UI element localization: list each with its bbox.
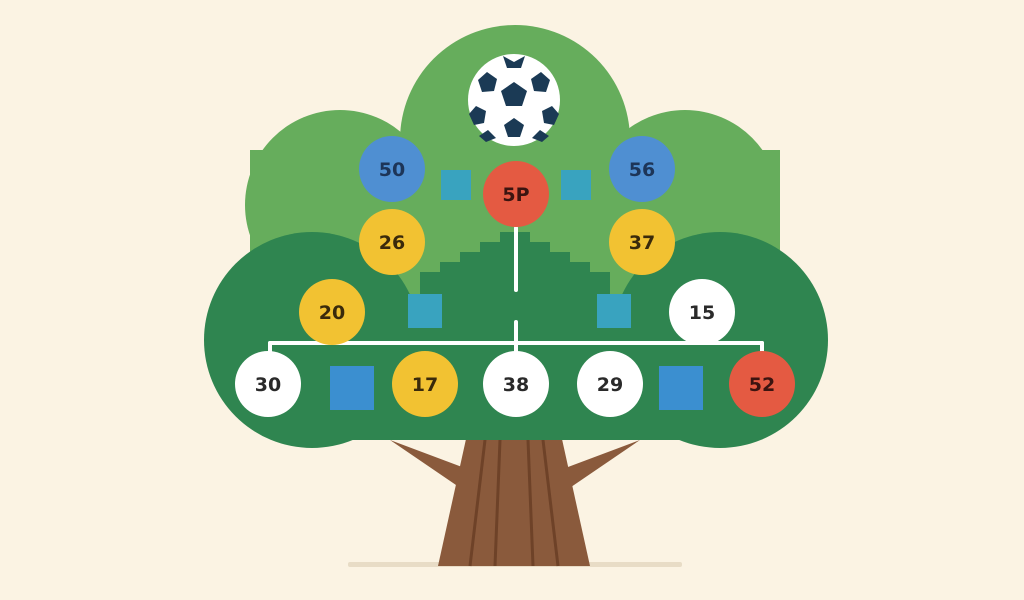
node-label: 26: [379, 232, 405, 254]
node-label: 5P: [502, 184, 529, 206]
node-circle: [299, 279, 365, 345]
node-circle: [483, 351, 549, 417]
soccer-ball-icon: [468, 54, 560, 146]
node-label: 30: [255, 374, 281, 396]
node-blue: 50: [359, 136, 425, 202]
node-label: 56: [629, 159, 655, 181]
node-yellow: 26: [359, 209, 425, 275]
squares-layer: [330, 170, 703, 410]
node-circle: [359, 136, 425, 202]
node-circle: [235, 351, 301, 417]
square-blue-5: [330, 366, 374, 410]
node-circle: [483, 161, 549, 227]
node-label: 38: [503, 374, 529, 396]
node-white: 15: [669, 279, 735, 345]
square-blue-6: [659, 366, 703, 410]
node-circle: [609, 136, 675, 202]
node-circle: [669, 279, 735, 345]
node-label: 17: [412, 374, 438, 396]
node-circle: [359, 209, 425, 275]
node-circle: [609, 209, 675, 275]
node-white: 29: [577, 351, 643, 417]
node-circle: [577, 351, 643, 417]
square-teal-2: [561, 170, 591, 200]
node-label: 20: [319, 302, 345, 324]
node-blue: 56: [609, 136, 675, 202]
node-white: 30: [235, 351, 301, 417]
node-label: 29: [597, 374, 623, 396]
tree-trunk: [390, 430, 640, 567]
square-teal-4: [597, 294, 631, 328]
node-yellow: 37: [609, 209, 675, 275]
node-label: 37: [629, 232, 655, 254]
node-circle: [729, 351, 795, 417]
node-white: 38: [483, 351, 549, 417]
node-circle: [392, 351, 458, 417]
square-teal-1: [441, 170, 471, 200]
node-label: 15: [689, 302, 715, 324]
node-yellow: 17: [392, 351, 458, 417]
node-label: 50: [379, 159, 405, 181]
nodes-layer: 50 5P 56 26 37 20 15 30 17 38 29 52: [235, 136, 795, 417]
node-label: 52: [749, 374, 775, 396]
node-yellow: 20: [299, 279, 365, 345]
node-red: 52: [729, 351, 795, 417]
node-red: 5P: [483, 161, 549, 227]
square-teal-3: [408, 294, 442, 328]
